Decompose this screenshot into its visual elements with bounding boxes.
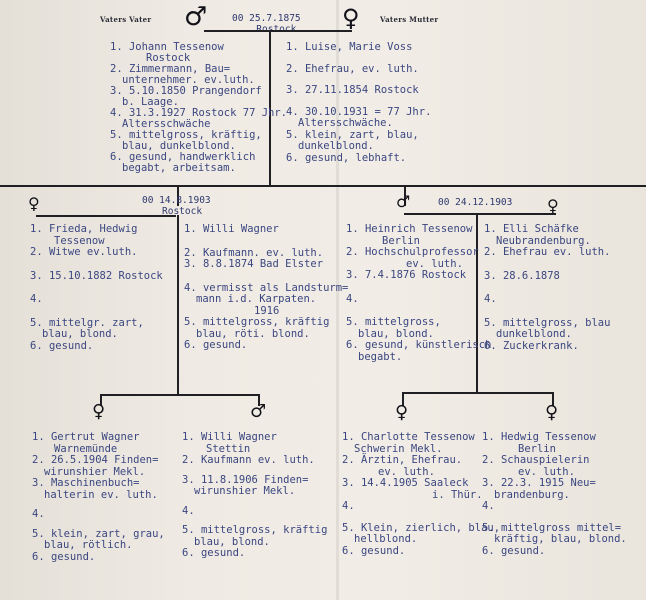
branch-line-right [404,186,406,206]
left-husband-entry: 1. Willi Wagner 2. Kaufmann. ev. luth. 3… [184,223,349,351]
child-entry-2: 1. Willi Wagner Stettin 2. Kaufmann ev. … [182,431,328,559]
child-drop-1 [100,394,102,406]
branch-line-left [177,186,179,206]
left-marriage-date: 00 14.8.1903 Rostock [142,195,211,217]
mother-header: Vaters Mutter [380,15,439,24]
female-symbol-icon: ♀ [92,401,106,422]
marriage-line-left [36,215,176,217]
generation-bar [0,185,646,187]
female-symbol-icon: ♀ [342,4,360,32]
child-drop-2 [258,394,260,406]
male-symbol-icon: ♂ [396,192,411,211]
male-symbol-icon: ♂ [184,2,208,32]
female-symbol-icon: ♀ [28,194,40,213]
female-symbol-icon: ♀ [547,196,559,215]
left-wife-entry: 1. Frieda, Hedwig Tessenow 2. Witwe ev.l… [30,223,163,352]
right-wife-entry: 1. Elli Schäfke Neubrandenburg. 2. Ehefr… [484,223,611,352]
male-symbol-icon: ♂ [250,401,267,422]
child-entry-1: 1. Gertrut Wagner Warnemünde 2. 26.5.190… [32,431,165,563]
paper-fold [336,0,339,600]
descent-line-left [177,215,179,395]
child-drop-4 [552,392,554,406]
children-bar-left [100,394,260,396]
marriage-line-top [204,30,352,32]
child-entry-3: 1. Charlotte Tessenow Schwerin Mekl. 2. … [342,431,501,557]
father-header: Vaters Vater [100,15,152,24]
children-bar-right [402,392,554,394]
child-entry-4: 1. Hedwig Tessenow Berlin 2. Schauspiele… [482,431,627,557]
descent-line-top [269,31,271,186]
female-symbol-icon: ♀ [545,402,559,423]
grandfather-entry: 1. Johann Tessenow Rostock 2. Zimmermann… [110,41,288,174]
right-marriage-date: 00 24.12.1903 [438,197,513,208]
descent-line-right [476,214,478,394]
female-symbol-icon: ♀ [395,402,409,423]
marriage-line-right [404,213,556,215]
top-marriage-date: 00 25.7.1875 Rostock [232,13,301,35]
right-husband-entry: 1. Heinrich Tessenow Berlin 2. Hochschul… [346,223,492,363]
grandmother-entry: 1. Luise, Marie Voss 2. Ehefrau, ev. lut… [286,41,432,164]
child-drop-3 [402,392,404,406]
